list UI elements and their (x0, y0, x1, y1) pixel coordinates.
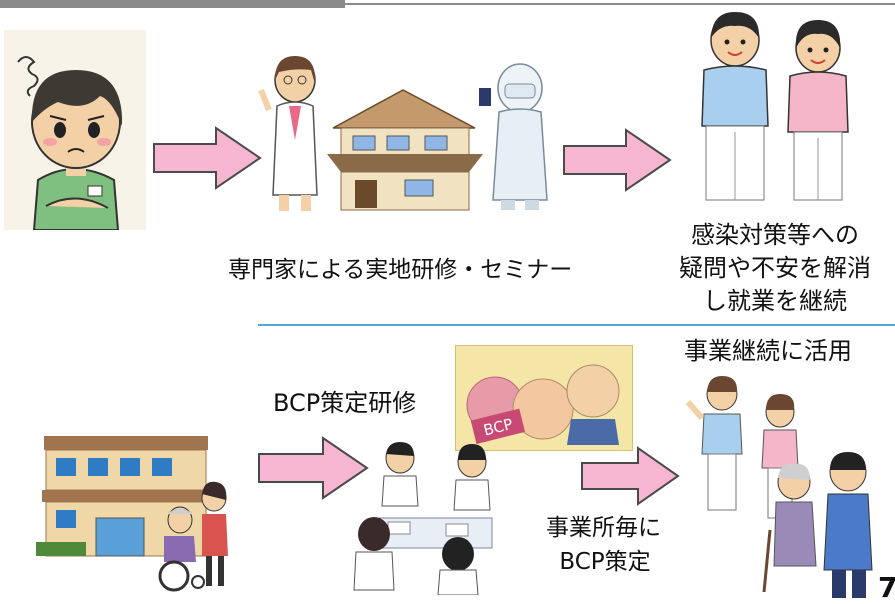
outcome-line-1: 感染対策等への (691, 221, 859, 249)
outcome-line-2: 疑問や不安を解消 (679, 254, 871, 282)
care-facility-illustration (36, 432, 236, 592)
arrow-to-bcp-training (257, 436, 369, 500)
per-office-caption: 事業所毎に BCP策定 (546, 511, 686, 579)
arrow-to-outcome (562, 128, 672, 192)
per-office-line-1: 事業所毎に (546, 515, 661, 541)
per-office-line-2: BCP策定 (559, 549, 651, 575)
section-divider (258, 324, 895, 326)
arrow-to-continuation (580, 446, 680, 506)
outcome-line-3: し就業を継続 (703, 287, 847, 315)
worried-worker-illustration (4, 30, 146, 230)
bcp-poster-illustration: BCP (455, 345, 633, 451)
continuation-caption: 事業継続に活用 (684, 337, 852, 365)
seminar-caption: 専門家による実地研修・セミナー (228, 257, 573, 283)
bcp-training-caption: BCP策定研修 (273, 389, 417, 417)
arrow-to-seminar (152, 126, 262, 190)
header-bar (0, 0, 895, 8)
outcome-caption: 感染対策等への 疑問や不安を解消 し就業を継続 (660, 219, 890, 318)
seminar-illustration (255, 50, 565, 220)
page-number: 7 (878, 571, 895, 604)
meeting-illustration (348, 440, 508, 595)
caregivers-elderly-illustration (684, 370, 884, 598)
care-workers-illustration (690, 8, 865, 208)
